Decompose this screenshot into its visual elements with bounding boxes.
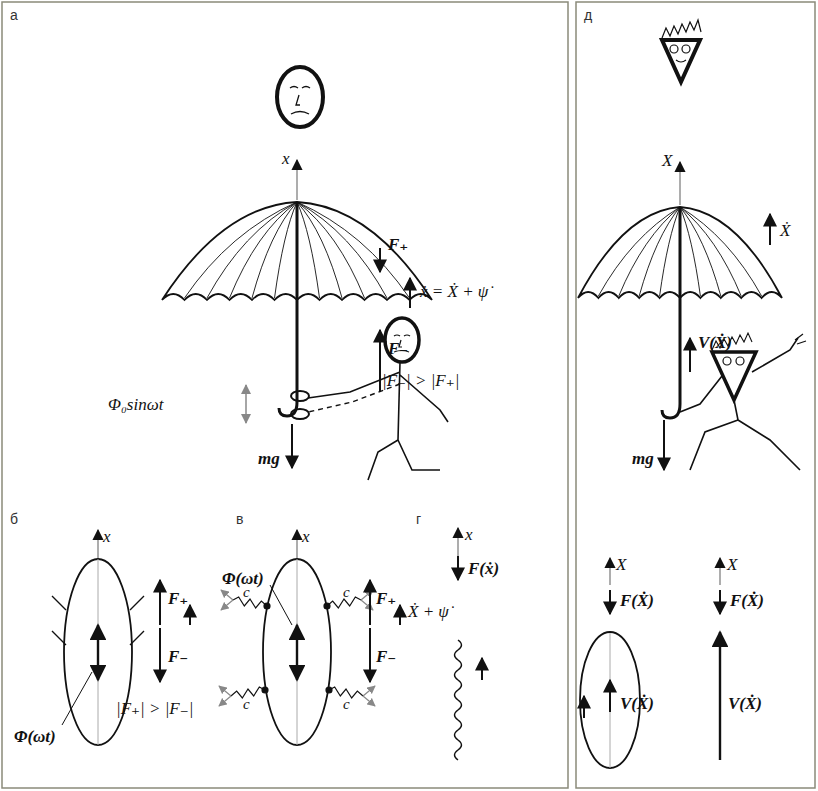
umbrella-rib [207,202,297,298]
spring [233,597,267,608]
spring-arrow [221,590,233,600]
spring-arrow [221,600,233,610]
symbol-label: Ẋ + ψ̇ [408,603,449,620]
umbrella-rib [230,202,298,298]
umbrella-rib [639,207,680,296]
umbrella-rib [598,207,680,296]
person [712,352,756,400]
spring-arrow [361,590,373,600]
cell-body [263,559,331,745]
face [662,40,700,82]
symbol-label: mg [258,450,280,467]
gravity-arrow [663,420,665,470]
symbol-label: |F₊| > |F₋| [116,700,193,717]
oscillation-arrow [245,385,247,423]
symbol-label: x [302,528,310,545]
umbrella-rib [680,207,700,296]
symbol-label: F(ẋ) [468,560,499,577]
flagellum [455,640,462,760]
spring-arrow [363,696,375,706]
symbol-label: F₋ [168,648,188,665]
umbrella-rib [680,207,721,296]
symbol-label: F₋ [376,648,396,665]
person [385,318,419,362]
symbol-label: V(Ẋ) [728,695,762,712]
spring-arrow [219,686,231,696]
umbrella-rib [297,202,410,298]
symbol-label: Φ(ωt) [222,570,264,587]
umbrella-rib [297,202,298,298]
umbrella-rib [680,207,762,296]
panel-frame [2,2,568,788]
symbol-label: F₋ [388,340,408,357]
umbrella-shaft [662,207,680,418]
panel-letter: г [416,512,421,526]
axis [296,160,298,200]
panel-letter: д [584,8,592,22]
symbol-label: Φ(ωt) [14,728,56,745]
umbrella-rib [297,202,387,298]
umbrella-rib [619,207,680,296]
symbol-label: c [243,585,250,600]
panel-letter: в [236,512,243,526]
umbrella-rib [252,202,297,298]
spring-arrow [219,696,231,706]
umbrella-rib [660,207,680,296]
symbol-label: X [727,556,737,573]
symbol-label: F₊ [388,236,408,253]
umbrella-rib [680,207,741,296]
symbol-label: F₊ [376,590,396,607]
umbrella-shaft [279,202,297,416]
umbrella-canopy [162,202,432,300]
symbol-label: c [343,697,350,712]
umbrella-canopy [578,207,782,298]
symbol-label: V(Ẋ) [698,334,732,351]
symbol-label: Φ₀sinωt [108,396,163,413]
symbol-label: x [103,528,111,545]
symbol-label: V(Ẋ) [620,695,654,712]
symbol-label: Ẋ [780,222,790,239]
umbrella-rib [185,202,298,298]
panel-letter: б [10,512,18,526]
symbol-label: X [616,556,626,573]
symbol-label: ẋ = Ẋ + ψ̇ [420,283,488,300]
symbol-label: |F₋| > |F₊| [382,372,459,389]
symbol-label: F(Ẋ) [620,592,654,609]
panel-letter: а [10,8,18,22]
symbol-label: c [343,585,350,600]
gravity-arrow [291,424,293,468]
cilia [52,596,144,645]
panel-frame [576,2,815,788]
symbol-label: x [465,526,473,543]
symbol-label: mg [632,450,654,467]
symbol-label: X [662,152,672,169]
symbol-label: F₊ [168,590,188,607]
umbrella-rib [680,207,681,296]
symbol-label: c [243,697,250,712]
spring-arrow [363,686,375,696]
face [277,67,323,127]
spring-arrow [361,600,373,610]
axis [679,162,681,205]
umbrella-rib [275,202,298,298]
symbol-label: F(Ẋ) [730,592,764,609]
symbol-label: x [282,150,290,167]
cell-body [64,559,132,745]
